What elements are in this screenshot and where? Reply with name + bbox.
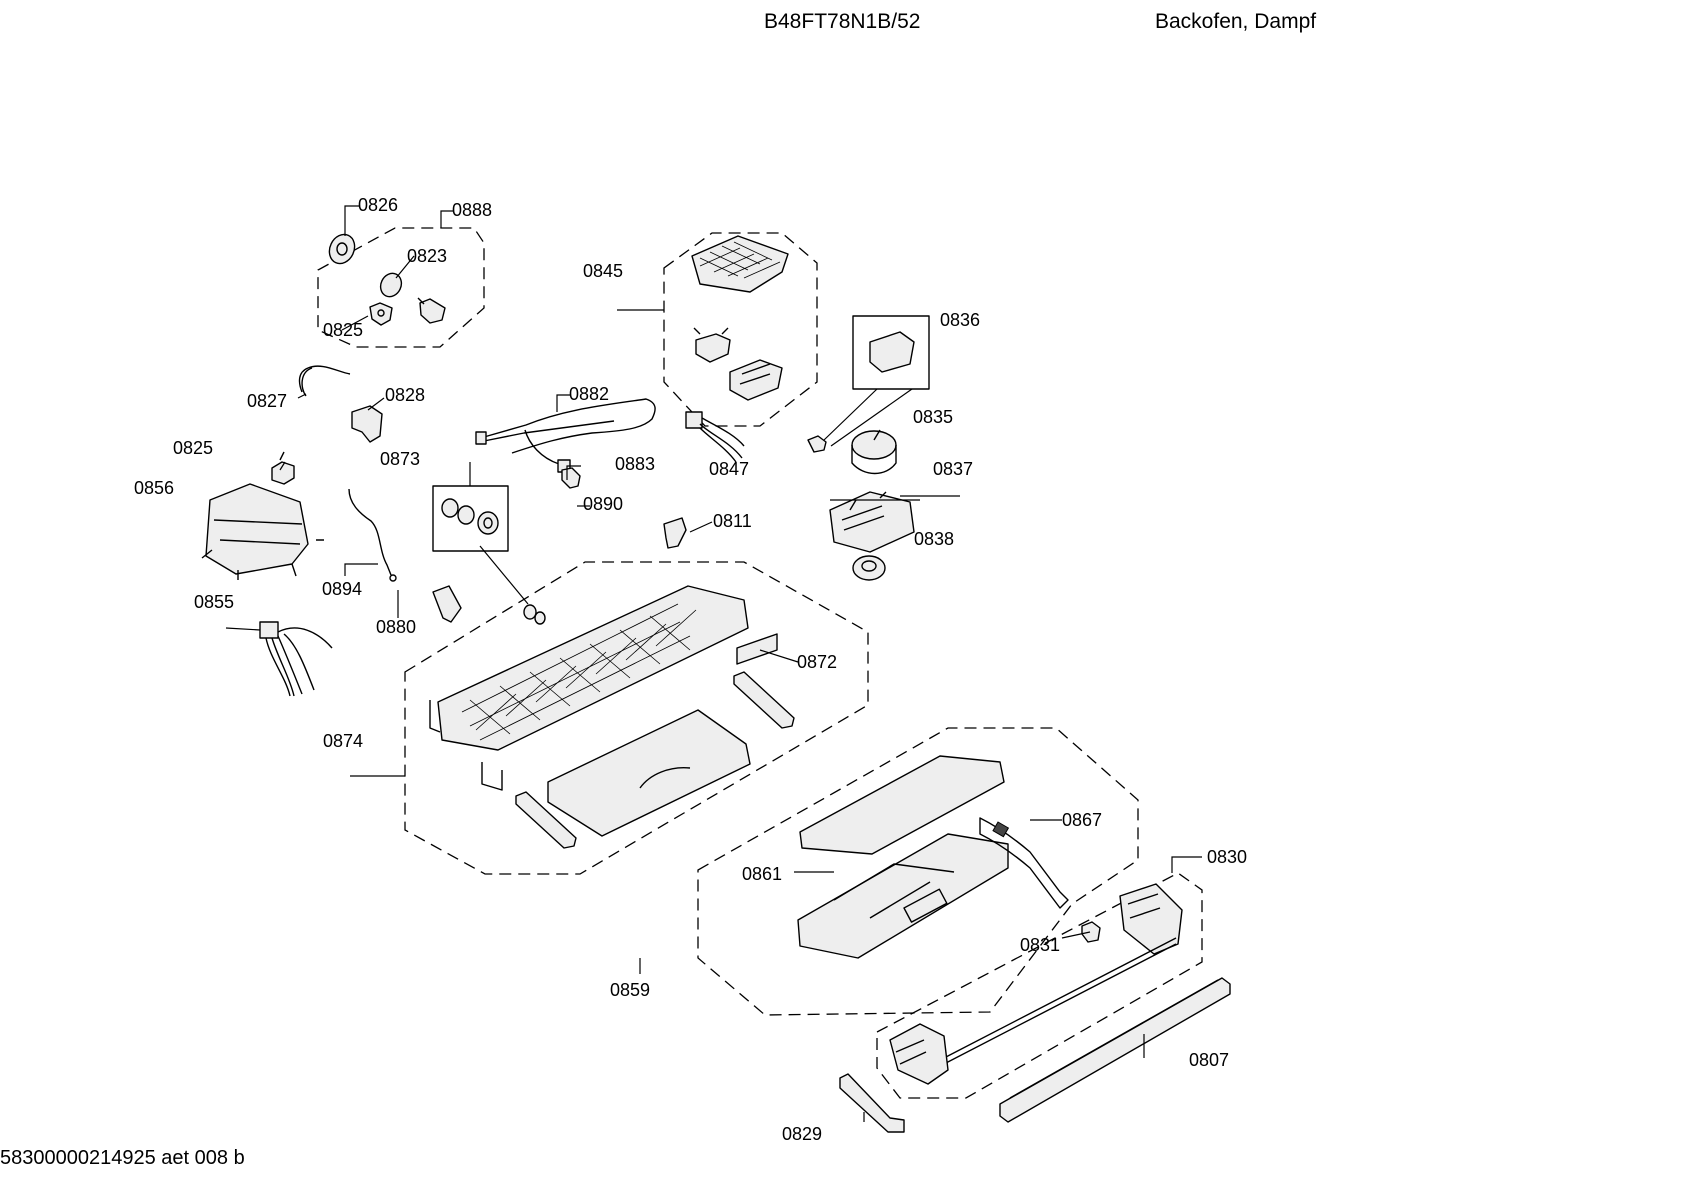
part-0873-valve xyxy=(441,498,499,535)
callout-0825-2: 0825 xyxy=(173,438,213,458)
part-0835-motor xyxy=(851,429,897,475)
callout-0829: 0829 xyxy=(782,1124,822,1144)
callout-0835: 0835 xyxy=(913,407,953,427)
part-0855-wiring-harness xyxy=(259,621,333,697)
part-0845-valve-1 xyxy=(693,327,731,363)
callout-0882: 0882 xyxy=(569,384,609,404)
part-0807-trim-groove xyxy=(1009,979,1219,1099)
appliance-category: Backofen, Dampf xyxy=(1155,10,1317,33)
part-0830-latch-left xyxy=(889,1023,949,1085)
callout-0825: 0825 xyxy=(323,320,363,340)
callout-0828: 0828 xyxy=(385,385,425,405)
part-0845-valve-2 xyxy=(729,359,783,401)
part-0874-strap-right xyxy=(733,671,795,729)
callout-0890: 0890 xyxy=(583,494,623,514)
callout-0894: 0894 xyxy=(322,579,362,599)
callout-0837: 0837 xyxy=(933,459,973,479)
part-0867-pump-tube xyxy=(979,817,1069,909)
callout-0861: 0861 xyxy=(742,864,782,884)
part-0894-sensor-wire xyxy=(348,488,392,576)
group-outline-0859 xyxy=(697,727,1139,1016)
callout-0867: 0867 xyxy=(1062,810,1102,830)
document-id: 58300000214925 aet 008 b xyxy=(0,1147,245,1169)
callout-0823: 0823 xyxy=(407,246,447,266)
callout-0856: 0856 xyxy=(134,478,174,498)
part-0888-knob xyxy=(417,297,446,324)
callout-0847: 0847 xyxy=(709,459,749,479)
part-0837-housing xyxy=(829,491,915,553)
part-0830-lock xyxy=(1119,883,1183,955)
part-0828-bracket xyxy=(351,405,383,443)
part-0826-disc xyxy=(328,233,356,265)
callout-0873: 0873 xyxy=(380,449,420,469)
part-0825-clip xyxy=(369,302,393,326)
part-0829-hinge-arm xyxy=(839,1073,905,1133)
callout-0845: 0845 xyxy=(583,261,623,281)
part-0827-hose xyxy=(298,365,351,397)
part-0825-clip-2 xyxy=(271,451,295,485)
part-0847-connector xyxy=(685,411,745,463)
group-outline-0830 xyxy=(876,872,1203,1099)
callout-0883: 0883 xyxy=(615,454,655,474)
part-0830-rod xyxy=(943,937,1177,1065)
part-0836-bracket xyxy=(869,331,915,373)
callout-0880: 0880 xyxy=(376,617,416,637)
part-0890-connector xyxy=(561,467,581,489)
leader-0836-target-2 xyxy=(830,388,913,447)
part-0845-grille xyxy=(691,235,789,293)
part-0894-sensor-tip xyxy=(389,574,397,582)
callout-0830: 0830 xyxy=(1207,847,1247,867)
part-0856-motor-cover xyxy=(201,483,324,580)
callout-0831: 0831 xyxy=(1020,935,1060,955)
group-outline-0888 xyxy=(317,227,485,348)
part-0873-valve-small xyxy=(523,604,546,625)
callout-0872: 0872 xyxy=(797,652,837,672)
part-0807-trim-strip xyxy=(999,977,1231,1123)
callout-0838: 0838 xyxy=(914,529,954,549)
part-0838-cap xyxy=(852,555,886,581)
leader-0873-target xyxy=(479,545,529,605)
callout-0811: 0811 xyxy=(713,511,752,531)
part-0836-small-clip xyxy=(807,435,827,453)
callout-0855: 0855 xyxy=(194,592,234,612)
part-0831-switch xyxy=(1081,921,1101,943)
part-0811-hinge xyxy=(663,517,687,549)
callout-0836: 0836 xyxy=(940,310,980,330)
part-0874-frame xyxy=(429,585,749,791)
group-outline-0845 xyxy=(663,232,818,427)
part-0861-water-tank xyxy=(797,755,1009,959)
part-0872-label xyxy=(736,633,778,665)
part-0882-hose-assembly xyxy=(475,398,656,473)
callout-0807: 0807 xyxy=(1189,1050,1229,1070)
part-0874-drip-tray xyxy=(547,709,751,837)
leader-lines xyxy=(225,205,1202,1122)
model-number: B48FT78N1B/52 xyxy=(764,10,921,33)
leader-0836-target xyxy=(823,388,878,441)
callout-0827: 0827 xyxy=(247,391,287,411)
part-0880-latch xyxy=(432,585,462,623)
part-0874-strap-left xyxy=(515,791,577,849)
callout-0888: 0888 xyxy=(452,200,492,220)
callout-0859: 0859 xyxy=(610,980,650,1000)
group-outline-0874 xyxy=(404,561,869,875)
part-box-0836 xyxy=(852,315,930,390)
callout-0826: 0826 xyxy=(358,195,398,215)
callout-0874: 0874 xyxy=(323,731,363,751)
part-0823-disc xyxy=(379,272,403,298)
part-0874-drip-tray-cutout xyxy=(639,767,691,789)
